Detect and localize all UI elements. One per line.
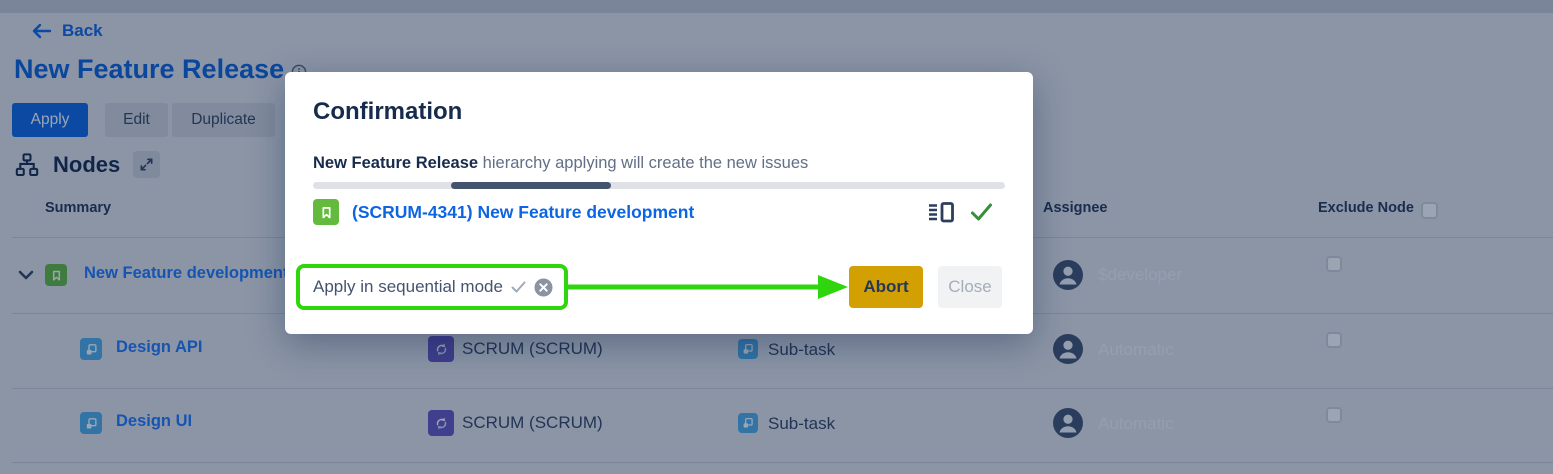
issue-type-value: Sub-task xyxy=(768,340,836,359)
column-header-summary: Summary xyxy=(45,200,112,216)
exclude-node-checkbox[interactable] xyxy=(1326,256,1342,272)
divider xyxy=(12,388,1553,389)
hierarchy-icon xyxy=(14,152,40,178)
row-summary-link[interactable]: Design UI xyxy=(116,412,193,430)
dialog-message-rest: hierarchy applying will create the new i… xyxy=(478,154,809,172)
confirmation-dialog: Confirmation New Feature Release hierarc… xyxy=(285,72,1033,334)
exclude-node-checkbox[interactable] xyxy=(1326,332,1342,348)
dialog-message-template-name: New Feature Release xyxy=(313,154,479,172)
subtask-type-icon xyxy=(80,338,102,360)
divider xyxy=(12,462,1553,463)
progress-fill xyxy=(451,182,611,189)
project-value: SCRUM (SCRUM) xyxy=(462,339,603,358)
close-button[interactable]: Close xyxy=(938,266,1002,308)
abort-button[interactable]: Abort xyxy=(849,266,923,308)
row-summary-link[interactable]: Design API xyxy=(116,338,203,356)
project-value: SCRUM (SCRUM) xyxy=(462,413,603,432)
column-header-exclude-node: Exclude Node xyxy=(1318,200,1414,216)
project-avatar-icon xyxy=(428,410,454,436)
assignee-avatar xyxy=(1053,334,1083,364)
assignee-avatar xyxy=(1053,260,1083,290)
details-panel-icon[interactable] xyxy=(928,201,954,224)
progress-bar xyxy=(313,182,1005,189)
duplicate-button[interactable]: Duplicate xyxy=(172,103,275,137)
issue-type-value: Sub-task xyxy=(768,414,836,433)
expand-arrows-icon xyxy=(139,157,154,172)
edit-button[interactable]: Edit xyxy=(105,103,168,137)
dialog-message: New Feature Release hierarchy applying w… xyxy=(313,154,808,173)
assignee-value: Automatic xyxy=(1098,340,1174,359)
sequential-mode-clear-icon[interactable] xyxy=(534,278,553,297)
created-issue-link[interactable]: (SCRUM-4341) New Feature development xyxy=(352,201,695,222)
row-summary-link[interactable]: New Feature development xyxy=(84,264,289,282)
success-check-icon xyxy=(970,202,993,222)
subtask-type-icon xyxy=(80,412,102,434)
sequential-mode-check-icon[interactable] xyxy=(511,281,526,294)
exclude-node-checkbox[interactable] xyxy=(1326,407,1342,423)
nodes-section-title: Nodes xyxy=(53,151,121,177)
assignee-value: Automatic xyxy=(1098,414,1174,433)
back-button[interactable]: Back xyxy=(31,21,103,41)
assignee-avatar xyxy=(1053,408,1083,438)
back-arrow-icon xyxy=(31,23,52,39)
top-band xyxy=(0,0,1553,13)
project-avatar-icon xyxy=(428,336,454,362)
story-type-icon xyxy=(45,264,67,286)
subtask-type-icon xyxy=(738,413,758,433)
back-label: Back xyxy=(62,21,103,40)
assignee-value: $developer xyxy=(1098,265,1183,284)
sequential-mode-label: Apply in sequential mode xyxy=(313,277,503,296)
column-header-assignee: Assignee xyxy=(1043,200,1108,216)
exclude-all-checkbox[interactable] xyxy=(1421,202,1438,219)
subtask-type-icon xyxy=(738,339,758,359)
apply-button[interactable]: Apply xyxy=(12,103,88,137)
dialog-title: Confirmation xyxy=(313,98,463,125)
story-type-icon xyxy=(313,199,339,225)
row-expand-chevron-icon[interactable] xyxy=(18,270,34,281)
annotation-highlight-box: Apply in sequential mode xyxy=(296,264,568,310)
expand-nodes-button[interactable] xyxy=(133,151,161,178)
page-title: New Feature Release xyxy=(14,52,307,88)
